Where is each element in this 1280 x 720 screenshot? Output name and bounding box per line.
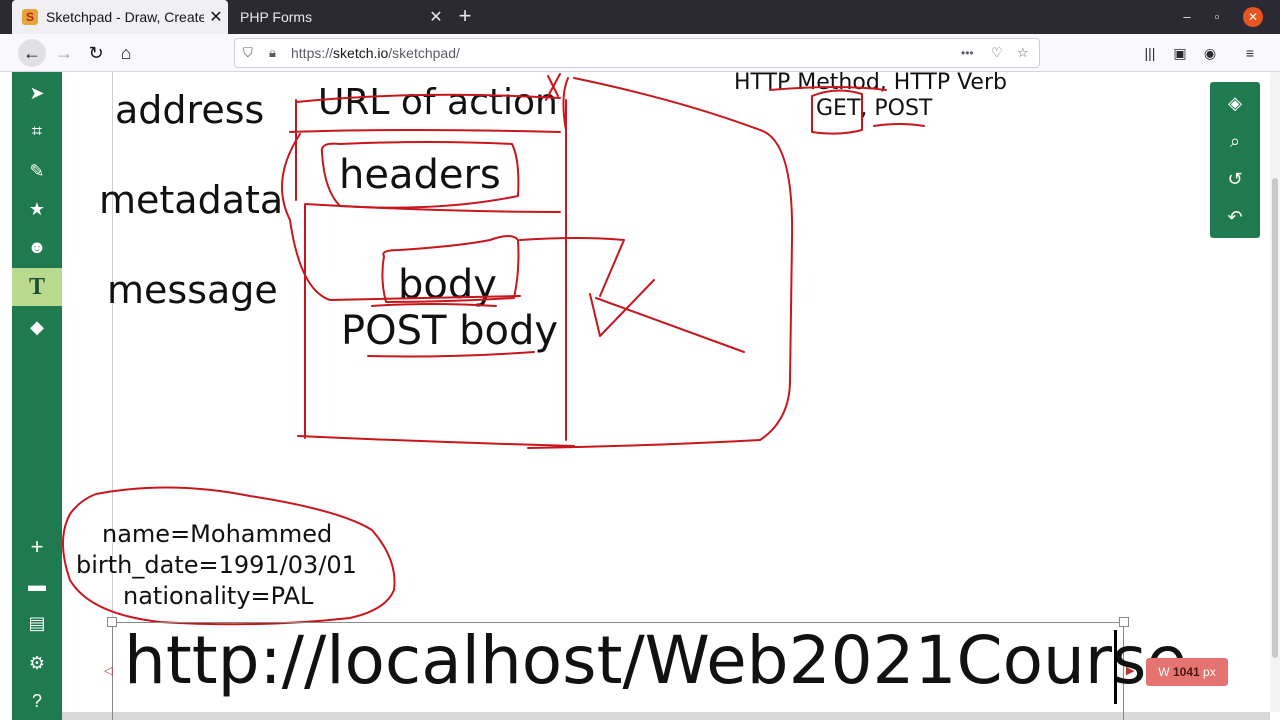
label-metadata: metadata: [99, 178, 284, 222]
account-icon[interactable]: ◉: [1203, 45, 1217, 61]
close-window-button[interactable]: ✕: [1238, 0, 1268, 34]
pocket-icon[interactable]: ♡: [991, 45, 1003, 60]
tab-close-icon[interactable]: ✕: [429, 9, 443, 26]
form-field-birth-date: birth_date=1991/03/01: [76, 551, 357, 579]
pointer-icon[interactable]: ➤: [29, 83, 45, 103]
label-message: message: [107, 268, 278, 312]
fill-icon[interactable]: ◆: [30, 317, 44, 337]
http-method-line: HTTP Method, HTTP Verb: [734, 70, 1007, 95]
folder-icon[interactable]: ▬: [28, 575, 46, 595]
http-verbs: GET, POST: [816, 96, 933, 121]
sketchpad-favicon-icon: S: [22, 9, 38, 25]
tab-title: Sketchpad - Draw, Create: [46, 9, 204, 25]
tab-bar: S Sketchpad - Draw, Create ✕ PHP Forms ✕…: [0, 0, 1280, 34]
url-host: sketch.io: [333, 45, 389, 61]
text-box-content[interactable]: http://localhost/Web2021Course: [124, 622, 1187, 699]
lock-icon[interactable]: 🔒︎: [269, 45, 276, 60]
navigation-bar: ← → ↻ ⌂ ⛉ 🔒︎ https://sketch.io/sketchpad…: [0, 34, 1280, 72]
box-url-of-action: URL of action: [318, 82, 558, 123]
width-badge-prefix: W: [1158, 665, 1170, 679]
search-icon[interactable]: ⌕: [1229, 131, 1241, 151]
text-icon[interactable]: T: [12, 268, 62, 306]
width-badge: W 1041 px: [1146, 658, 1228, 686]
crop-icon[interactable]: ⌗: [31, 121, 43, 141]
tab-sketchpad[interactable]: S Sketchpad - Draw, Create ✕: [12, 0, 228, 34]
reload-button[interactable]: ↻: [88, 43, 104, 63]
label-address: address: [115, 88, 265, 132]
history-icon[interactable]: ↺: [1227, 169, 1243, 189]
url-path: /sketchpad/: [388, 45, 460, 61]
pencil-icon[interactable]: ✎: [29, 161, 45, 181]
resize-handle[interactable]: [1119, 617, 1129, 627]
url-text[interactable]: https://sketch.io/sketchpad/: [291, 39, 460, 67]
left-marker-icon: ◁: [104, 665, 113, 677]
right-marker-icon: ▶: [1126, 665, 1135, 677]
canvas-guide-line: [112, 72, 113, 712]
new-tab-button[interactable]: +: [458, 3, 472, 28]
menu-icon[interactable]: ≡: [1245, 45, 1255, 61]
sidebar-icon[interactable]: ▣: [1173, 45, 1187, 61]
text-caret: [1114, 630, 1117, 704]
width-badge-value: 1041: [1172, 665, 1200, 679]
home-button[interactable]: ⌂: [120, 43, 132, 63]
star-icon[interactable]: ★: [28, 199, 46, 219]
settings-icon[interactable]: ⚙: [28, 653, 46, 673]
resize-handle[interactable]: [107, 617, 117, 627]
url-prefix: https://: [291, 45, 334, 61]
save-icon[interactable]: ▤: [28, 613, 46, 633]
active-text-box[interactable]: [107, 617, 1129, 720]
help-icon[interactable]: ?: [31, 691, 42, 711]
minimize-button[interactable]: –: [1183, 9, 1191, 24]
tab-php-forms[interactable]: PHP Forms ✕: [230, 0, 448, 34]
left-toolbar: ➤ ⌗ ✎ ★ ☻ T ◆ + ▬ ▤ ⚙ ?: [12, 72, 62, 720]
box-post-body: POST body: [341, 308, 559, 354]
drawing-canvas[interactable]: [62, 72, 1270, 712]
forward-button[interactable]: →: [55, 43, 73, 63]
address-bar[interactable]: ⛉ 🔒︎ https://sketch.io/sketchpad/ ••• ♡ …: [234, 38, 1040, 68]
horizontal-scrollbar[interactable]: [62, 712, 1270, 720]
add-icon[interactable]: +: [30, 534, 44, 559]
bookmark-star-icon[interactable]: ☆: [1017, 45, 1029, 60]
close-icon: ✕: [1243, 7, 1263, 27]
undo-icon[interactable]: ↶: [1227, 207, 1243, 227]
width-badge-unit: px: [1203, 665, 1216, 679]
shield-icon[interactable]: ⛉: [243, 45, 253, 60]
vertical-scrollbar[interactable]: [1270, 72, 1280, 712]
box-headers: headers: [339, 152, 501, 198]
maximize-button[interactable]: ▫: [1214, 9, 1220, 24]
scroll-thumb[interactable]: [1272, 178, 1278, 658]
tab-close-icon[interactable]: ✕: [209, 9, 223, 26]
emoji-icon[interactable]: ☻: [27, 237, 47, 257]
tab-title: PHP Forms: [240, 9, 313, 25]
form-field-name: name=Mohammed: [102, 520, 333, 548]
back-button[interactable]: ←: [18, 39, 46, 67]
right-panel: ◈ ⌕ ↺ ↶: [1210, 82, 1260, 238]
layers-icon[interactable]: ◈: [1228, 93, 1242, 113]
box-body: body: [398, 262, 497, 308]
library-icon[interactable]: |||: [1144, 45, 1156, 61]
page-actions-icon[interactable]: •••: [961, 46, 974, 60]
form-field-nationality: nationality=PAL: [123, 582, 314, 610]
